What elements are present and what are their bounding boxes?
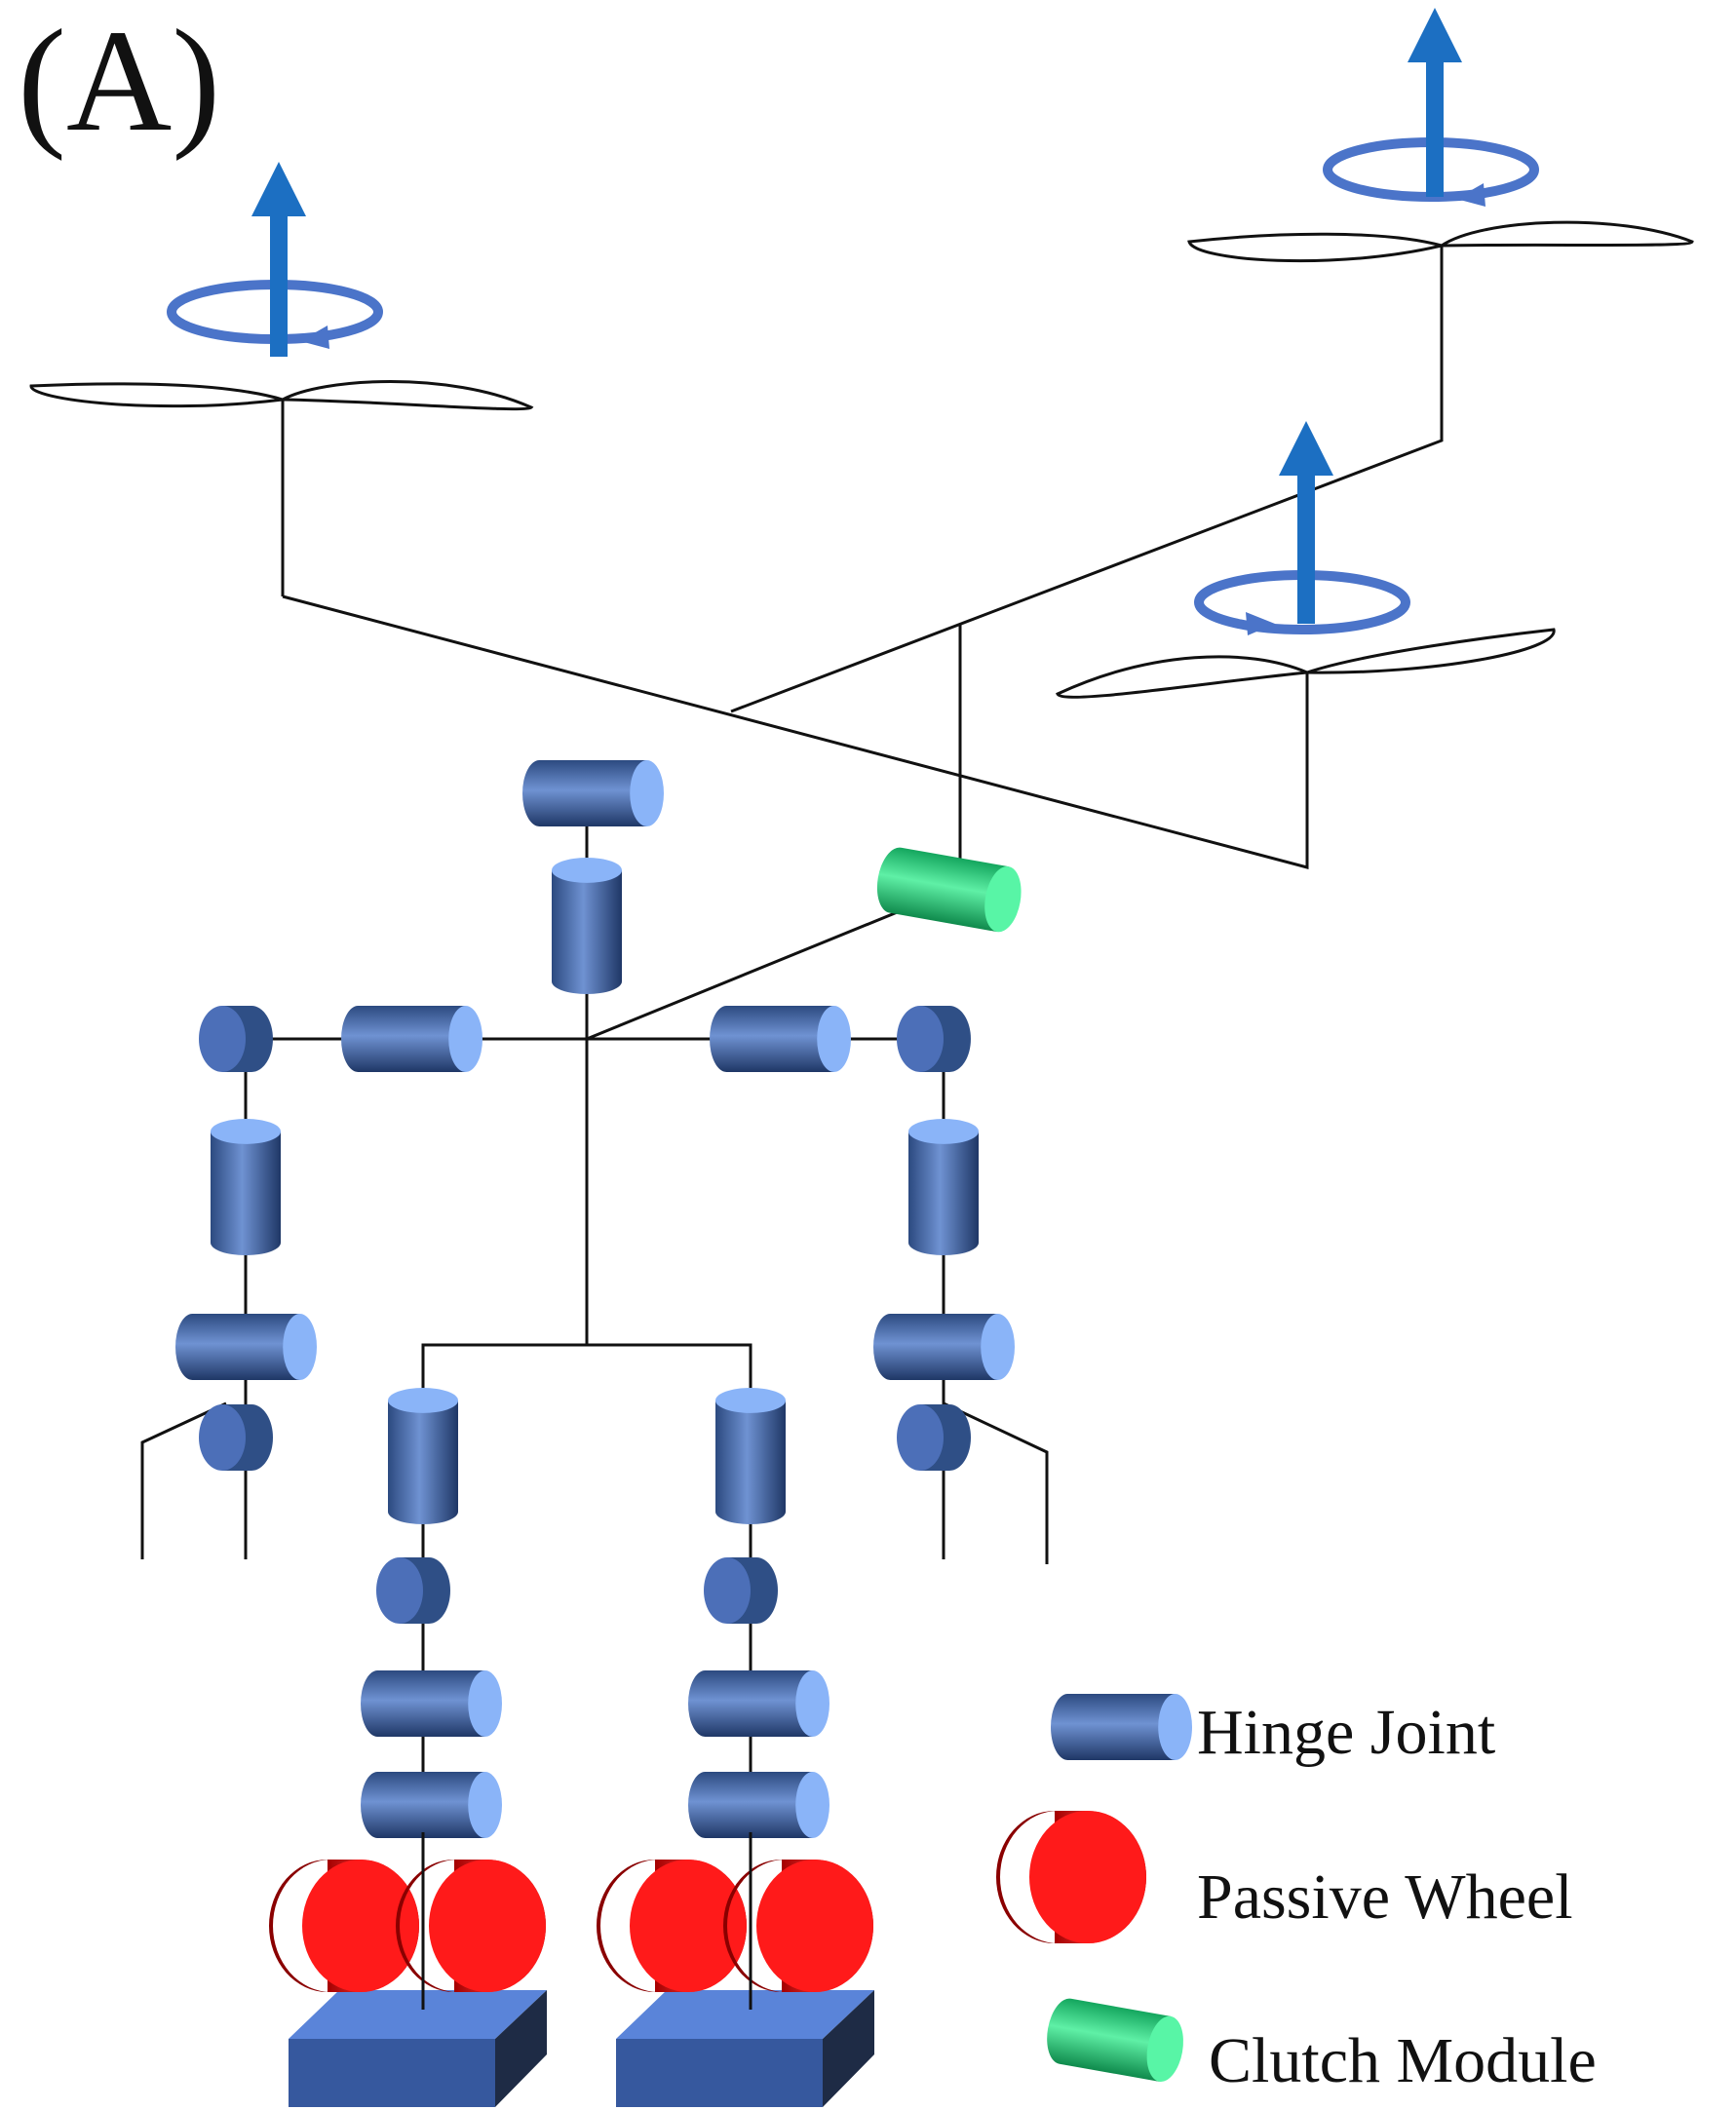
hinge-joint-ankle-left-2 [361, 1772, 502, 1838]
hinge-joint-shoulder-right [710, 1006, 851, 1072]
propeller-left [29, 380, 534, 411]
thrust-arrow-lower-right [1194, 421, 1410, 635]
passive-wheel-right-2 [723, 1860, 873, 1992]
hinge-joint-shoulder-left [341, 1006, 482, 1072]
hinge-joint-ankle-right-1 [688, 1670, 829, 1737]
hinge-joint-wrist-right [897, 1404, 971, 1471]
foot-right [616, 1990, 874, 2107]
thrust-indicators [167, 8, 1539, 635]
passive-wheel-right-1 [597, 1860, 747, 1992]
hinge-joint-upper-arm-left [211, 1119, 281, 1256]
hinge-joint-wrist-left [199, 1404, 273, 1471]
thrust-arrow-top-right [1323, 8, 1539, 207]
panel-label: (A) [18, 0, 221, 162]
clutch-module [876, 847, 1022, 933]
frame-arm-main [282, 595, 1309, 869]
thrust-head-left [251, 162, 306, 216]
rotation-head-lower-right [1246, 612, 1275, 635]
legend-icons [996, 1694, 1192, 2082]
hinge-joint-upper-arm-right [908, 1119, 979, 1256]
drone-frame [281, 246, 1444, 882]
legend-label-passive-wheel: Passive Wheel [1197, 1861, 1573, 1933]
hinge-joint-shoulder-right-outer [897, 1006, 971, 1072]
legend-icon-clutch-module [1047, 1998, 1183, 2082]
legend-icon-passive-wheel [996, 1811, 1146, 1943]
hinge-joint-shoulder-left-outer [199, 1006, 273, 1072]
rotation-head-left [300, 326, 329, 349]
hinge-joint-neck [552, 858, 622, 994]
hinge-joint-knee-left [376, 1557, 450, 1624]
hinge-joint-ankle-left-1 [361, 1670, 502, 1737]
thrust-head-top-right [1408, 8, 1462, 62]
propeller-lower-right [1056, 628, 1556, 699]
passive-wheel-left-2 [396, 1860, 546, 1992]
hinge-joint-hip-left [388, 1388, 458, 1524]
hinge-joint-elbow-right [873, 1314, 1015, 1380]
clutch-link [586, 902, 917, 1041]
thrust-arrow-left [167, 162, 383, 357]
frame-arm-upper-right [730, 246, 1444, 713]
propeller-top-right [1187, 220, 1694, 263]
propellers [29, 220, 1694, 699]
legend-label-hinge-joint: Hinge Joint [1197, 1697, 1496, 1768]
hinge-joint-elbow-left [175, 1314, 317, 1380]
hinge-joint-knee-right [704, 1557, 778, 1624]
hinge-joint-hip-right [715, 1388, 786, 1524]
legend-icon-hinge-joint [1051, 1694, 1192, 1760]
joints [175, 760, 1022, 2107]
passive-wheel-left-1 [269, 1860, 419, 1992]
foot-left [289, 1990, 547, 2107]
hinge-joint-head [522, 760, 664, 826]
rotation-head-top-right [1456, 183, 1485, 207]
legend-label-clutch-module: Clutch Module [1209, 2025, 1597, 2096]
hinge-joint-ankle-right-2 [688, 1772, 829, 1838]
thrust-head-lower-right [1279, 421, 1333, 476]
